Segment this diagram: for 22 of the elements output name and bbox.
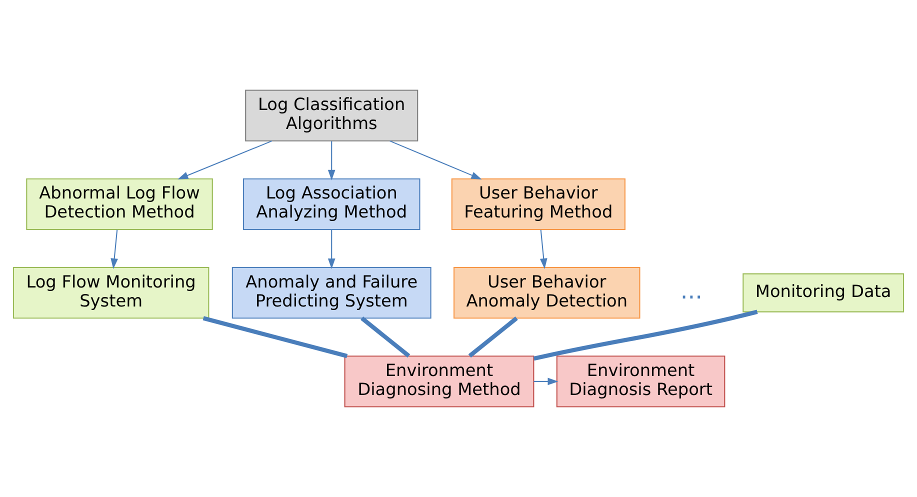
node-box: Environment Diagnosis Report [556, 356, 726, 408]
node-box: Log Classification Algorithms [245, 90, 418, 142]
arrow [178, 140, 272, 180]
arrow [328, 141, 336, 180]
arrow [110, 230, 118, 270]
connector [533, 310, 758, 361]
arrow [328, 230, 336, 270]
node-box: Environment Diagnosing Method [344, 356, 534, 408]
connector [202, 316, 348, 358]
node-box: User Behavior Anomaly Detection [453, 266, 640, 319]
arrow [534, 378, 558, 386]
label: ... [680, 278, 703, 305]
node-box: Monitoring Data [742, 273, 904, 312]
node-box: Log Flow Monitoring System [12, 266, 210, 319]
connector [468, 316, 518, 358]
node-box: User Behavior Featuring Method [451, 178, 626, 230]
connector [360, 316, 410, 358]
arrow [540, 230, 548, 270]
arrow [390, 140, 482, 180]
node-box: Anomaly and Failure Predicting System [232, 266, 432, 319]
node-box: Abnormal Log Flow Detection Method [26, 178, 213, 230]
node-box: Log Association Analyzing Method [242, 178, 420, 230]
